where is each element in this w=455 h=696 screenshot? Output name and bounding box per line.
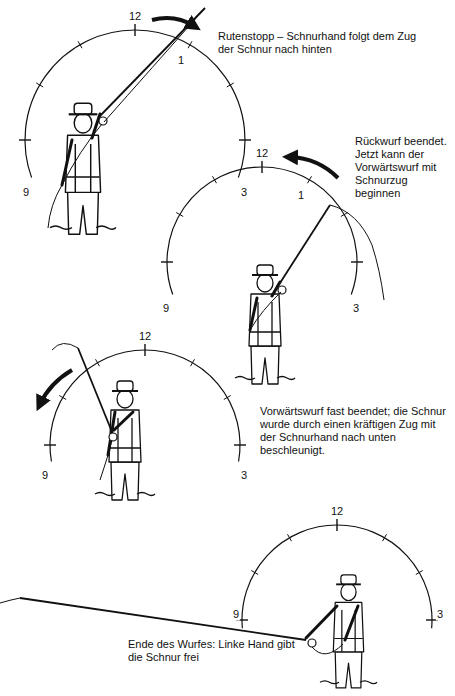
- clock-tick: [416, 571, 423, 575]
- reel: [278, 286, 286, 294]
- fly-line: [48, 8, 205, 228]
- fly-rod: [280, 205, 330, 283]
- angler: [235, 265, 295, 384]
- clock-tick: [78, 41, 82, 48]
- clock-number: 12: [255, 147, 269, 160]
- arms: [306, 606, 358, 640]
- clock-tick: [144, 344, 145, 356]
- clock-tick: [341, 213, 348, 217]
- figure-end-of-cast: [0, 575, 377, 688]
- clock-number: 3: [240, 186, 248, 199]
- clock-tick: [351, 261, 363, 262]
- clock-tick: [261, 161, 262, 173]
- clock-tick: [134, 24, 135, 36]
- fly-rod: [20, 598, 306, 640]
- clock-tick: [383, 534, 387, 541]
- clock-number: 9: [162, 302, 170, 315]
- clock-number: 1: [177, 54, 185, 67]
- figure-forward-cast: [40, 343, 155, 500]
- reel: [99, 117, 107, 125]
- clock-number: 3: [436, 608, 444, 621]
- angler: [50, 103, 116, 234]
- clock-number: 12: [128, 10, 142, 23]
- caption-note: Vorwärtswurf fast beendet; die Schnur wu…: [260, 405, 448, 457]
- clock-tick: [288, 534, 292, 541]
- clock-number: 3: [352, 302, 360, 315]
- clock-tick: [234, 444, 246, 445]
- clock-tick: [251, 571, 258, 575]
- clock-tick: [336, 519, 337, 531]
- clock-tick: [239, 139, 251, 140]
- clock-number: 9: [22, 186, 30, 199]
- clock-tick: [161, 261, 173, 262]
- clock-tick: [227, 83, 234, 87]
- clock-number: 3: [240, 469, 248, 482]
- motion-arrow: [40, 370, 72, 404]
- caption-note: Ende des Wurfes: Linke Hand gibt die Sch…: [128, 638, 308, 664]
- motion-arrow: [152, 18, 194, 26]
- clock-arcs: [19, 24, 438, 628]
- clock-tick: [176, 213, 183, 217]
- clock-tick: [44, 444, 56, 445]
- clock-arc: [25, 30, 245, 178]
- clock-tick: [19, 139, 31, 140]
- clock-number: 12: [330, 505, 344, 518]
- reel: [308, 639, 316, 647]
- caption-note: Rutenstopp – Schnurhand folgt dem Zug de…: [218, 30, 433, 56]
- clock-number: 9: [232, 608, 240, 621]
- caption-note: Rückwurf beendet. Jetzt kann der Vorwärt…: [355, 135, 450, 200]
- clock-arc: [50, 350, 240, 461]
- angler: [95, 381, 155, 500]
- clock-number: 1: [297, 189, 305, 202]
- fly-rod: [98, 8, 205, 118]
- clock-tick: [36, 83, 43, 87]
- clock-tick: [308, 176, 312, 183]
- fly-line: [250, 205, 384, 330]
- clock-tick: [59, 396, 66, 400]
- reel: [109, 433, 117, 441]
- fly-rod: [78, 348, 112, 432]
- clock-number: 12: [138, 330, 152, 343]
- clock-tick: [213, 176, 217, 183]
- clock-tick: [224, 396, 231, 400]
- motion-arrow: [290, 157, 338, 178]
- clock-number: 9: [41, 469, 49, 482]
- arms: [108, 412, 133, 455]
- fly-line: [52, 343, 112, 480]
- clock-tick: [96, 359, 100, 366]
- clock-tick: [188, 41, 192, 48]
- figure-rod-stop: [48, 8, 205, 234]
- clock-tick: [191, 359, 195, 366]
